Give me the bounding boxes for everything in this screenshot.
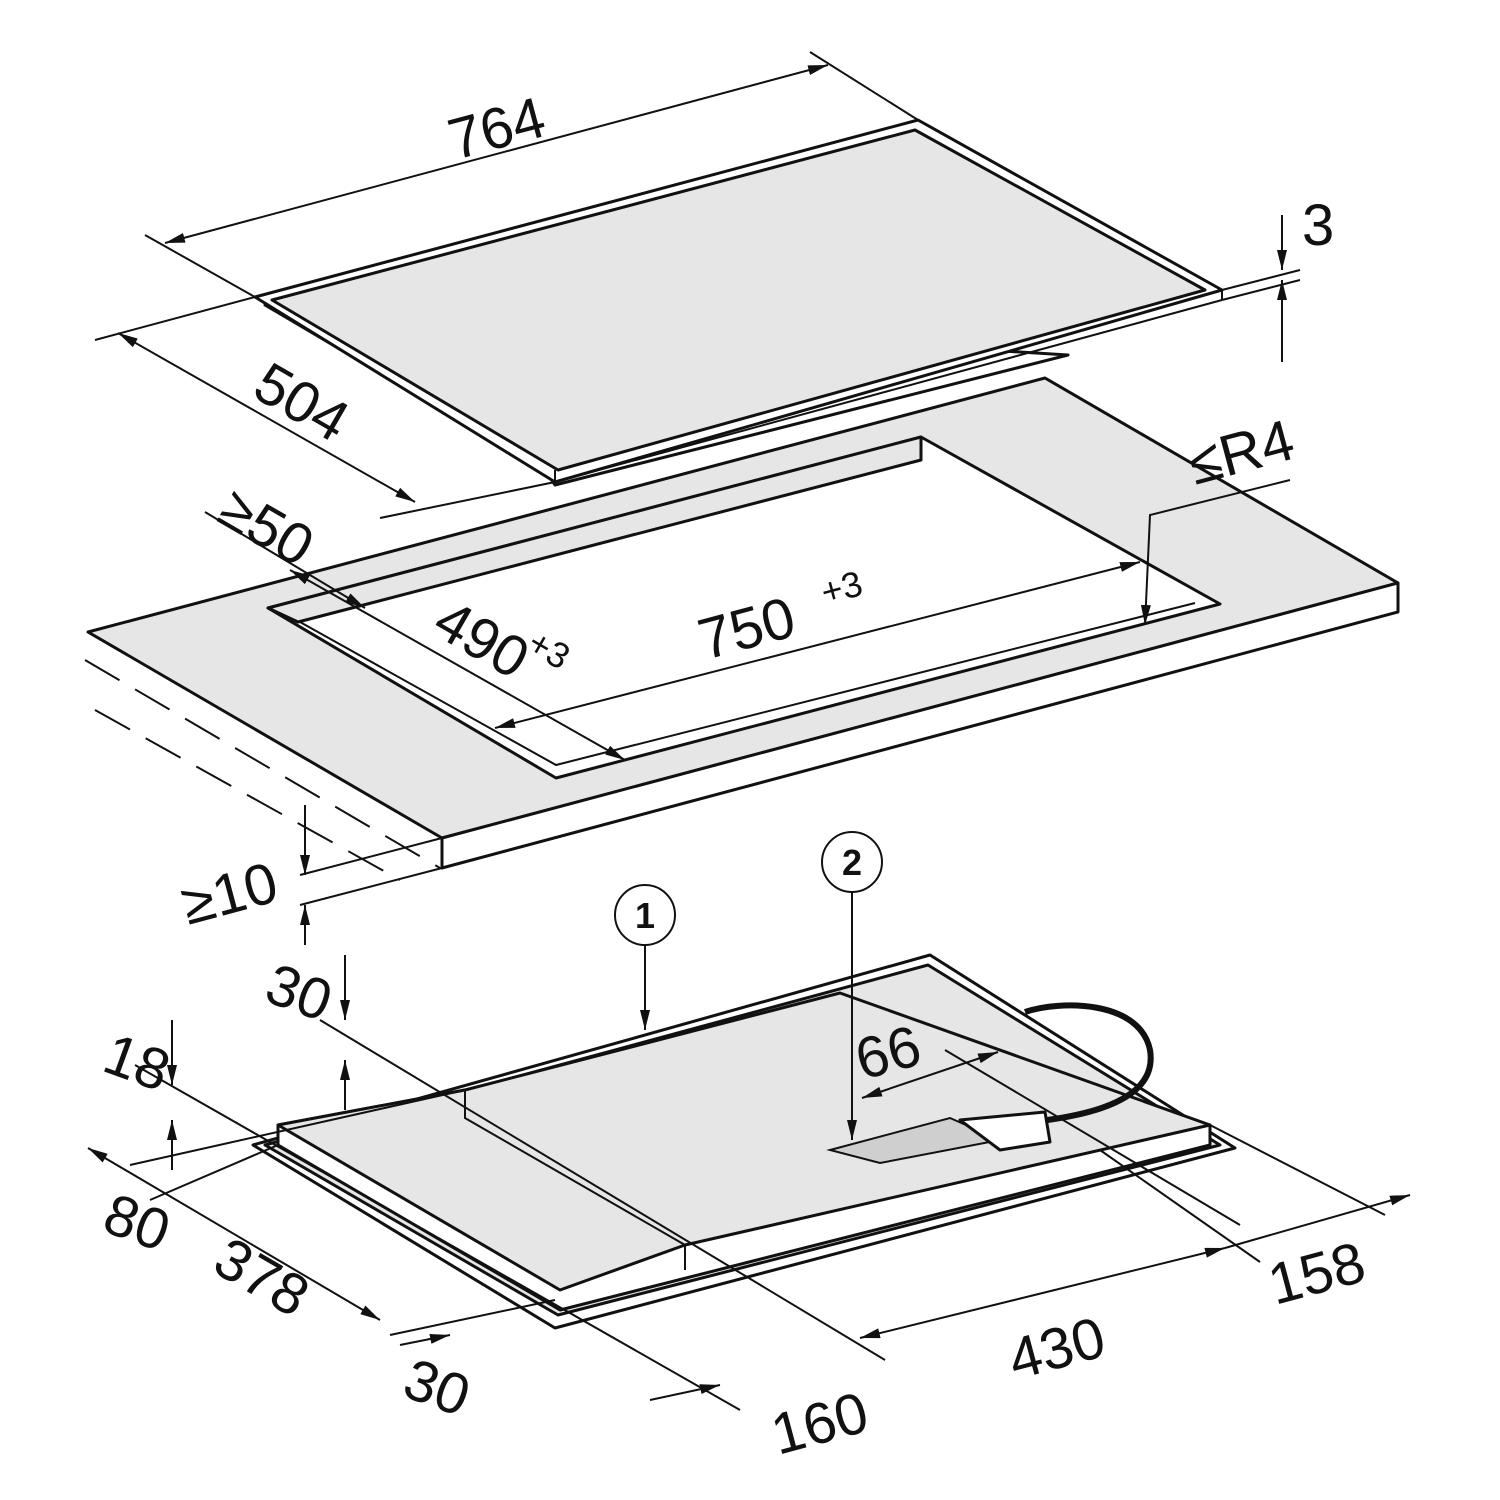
- worktop-continuation-line: [84, 659, 441, 869]
- dimension-lines: [87, 51, 1411, 1411]
- extension-line: [379, 481, 556, 519]
- cable-connector: [958, 1110, 1052, 1152]
- extension-line: [94, 296, 256, 341]
- label-160: 160: [765, 1380, 875, 1468]
- callout-2-label: 2: [842, 842, 862, 883]
- label-158: 158: [1262, 1230, 1372, 1318]
- dimension-line-66: [861, 1051, 999, 1099]
- label-430: 430: [1002, 1305, 1112, 1393]
- worktop-continuation-line: [1044, 377, 1399, 584]
- extension-line: [389, 1299, 556, 1336]
- leader-line-r4: [1140, 479, 1291, 626]
- hob-base-unit: [251, 953, 1237, 1330]
- dimension-line-430: [859, 1247, 1226, 1339]
- dimension-arrow-30-bottom: [399, 1334, 451, 1346]
- extension-line: [299, 867, 443, 906]
- dimension-line-764: [164, 64, 829, 244]
- label-10: ≥10: [175, 850, 285, 938]
- label-504: 504: [244, 350, 360, 455]
- label-378: 378: [204, 1225, 320, 1330]
- label-30-top: 30: [258, 951, 341, 1034]
- worktop-continuation-line: [87, 631, 443, 839]
- callout-circle: [614, 884, 676, 946]
- worktop-continuation-line: [94, 709, 401, 881]
- dimension-line-378: [87, 1147, 381, 1321]
- callout-1: 1: [614, 884, 676, 946]
- label-30-bottom: 30: [396, 1346, 479, 1429]
- extension-line: [1209, 1124, 1386, 1216]
- label-764: 764: [442, 85, 552, 173]
- label-50: ≥50: [209, 475, 325, 579]
- dimension-line-158: [1224, 1194, 1411, 1249]
- extension-line: [1221, 269, 1301, 291]
- extension-line: [129, 1089, 466, 1166]
- dimension-line-504: [117, 332, 416, 503]
- callout-1-label: 1: [635, 895, 655, 936]
- extension-line: [134, 1064, 741, 1411]
- callout-circle: [821, 831, 883, 893]
- hob-edge: [554, 299, 1223, 483]
- label-18: 18: [96, 1021, 179, 1104]
- callout-2: 2: [821, 831, 883, 893]
- extension-line: [144, 234, 256, 298]
- dimension-line-490: [289, 569, 626, 761]
- extension-line: [1099, 1149, 1261, 1263]
- label-3: 3: [1302, 193, 1334, 258]
- extension-line: [149, 1144, 279, 1201]
- extension-line: [1221, 279, 1301, 301]
- extension-line: [319, 1019, 886, 1361]
- extension-line: [809, 51, 919, 121]
- raised-block-edge: [684, 1124, 1211, 1246]
- extension-line: [299, 837, 443, 876]
- label-r4: ≤R4: [1182, 407, 1301, 497]
- raised-block-edge: [464, 1090, 686, 1270]
- dimension-arrow-160: [649, 1384, 721, 1401]
